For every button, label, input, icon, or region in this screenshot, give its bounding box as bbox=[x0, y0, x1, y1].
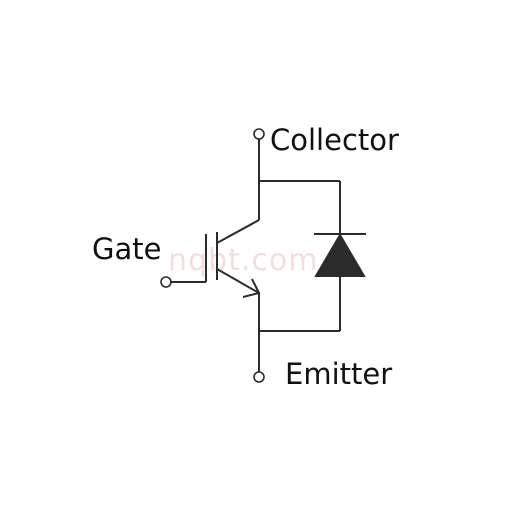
emitter-terminal bbox=[253, 371, 265, 383]
gate-label: Gate bbox=[92, 232, 161, 266]
emitter-label: Emitter bbox=[285, 357, 392, 391]
diode-triangle-icon bbox=[314, 233, 366, 277]
collector-terminal bbox=[253, 128, 265, 140]
emitter-diagonal bbox=[216, 268, 260, 294]
gate-terminal bbox=[160, 276, 172, 288]
collector-diagonal bbox=[216, 219, 260, 244]
watermark-text: nqbt.com bbox=[168, 243, 318, 278]
collector-label: Collector bbox=[270, 123, 399, 157]
